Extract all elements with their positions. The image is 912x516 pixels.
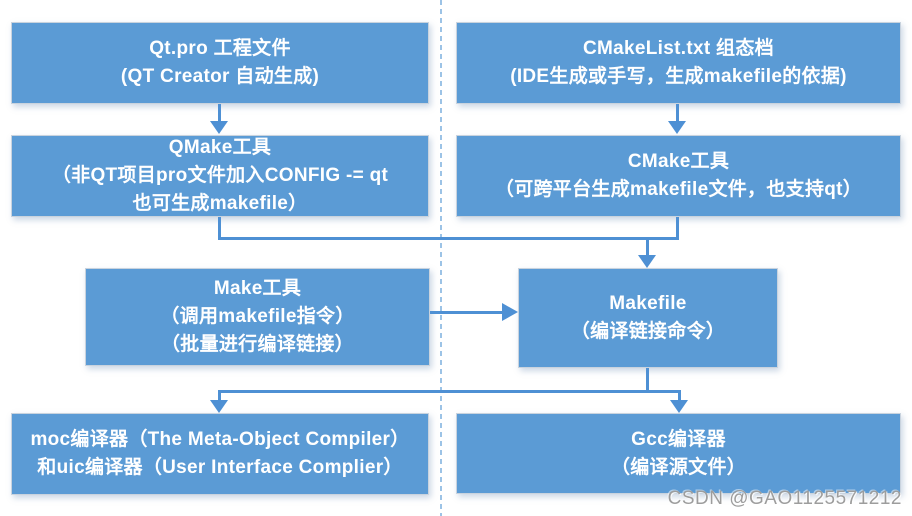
node-qmake-line1: QMake工具 (168, 137, 272, 158)
node-make-tool: Make工具 （调用makefile指令） （批量进行编译链接） (85, 268, 430, 366)
connector-make-makefile-line (430, 311, 504, 314)
connector-makefile-drop-line (646, 368, 649, 393)
node-qtpro-line1: Qt.pro 工程文件 (149, 38, 291, 59)
node-qtpro-line2: (QT Creator 自动生成) (120, 66, 320, 87)
arrowhead-into-moc-icon (210, 400, 228, 413)
dashed-divider-line (440, 0, 442, 516)
node-makefile: Makefile （编译链接命令） (518, 268, 778, 368)
node-qmake-tool: QMake工具 （非QT项目pro文件加入CONFIG -= qt 也可生成ma… (11, 135, 429, 217)
node-cmake-tool: CMake工具 （可跨平台生成makefile文件，也支持qt） (456, 135, 901, 217)
connector-cmake-drop-line (676, 217, 679, 240)
arrowhead-into-makefile-top-icon (638, 255, 656, 268)
node-make-line1: Make工具 (213, 278, 302, 299)
node-qtpro-file: Qt.pro 工程文件 (QT Creator 自动生成) (11, 22, 429, 104)
node-make-line3: （批量进行编译链接） (160, 334, 354, 355)
node-makefile-line1: Makefile (609, 293, 687, 314)
node-moc-line2: 和uic编译器（User Interface Complier） (37, 457, 403, 478)
node-gcc-compiler: Gcc编译器 （编译源文件） (456, 413, 901, 494)
node-cmakelist-line1: CMakeList.txt 组态档 (583, 38, 774, 59)
arrowhead-into-makefile-left-icon (502, 303, 518, 321)
node-moc-line1: moc编译器（The Meta-Object Compiler） (30, 429, 410, 450)
node-qmake-line3: 也可生成makefile） (132, 193, 308, 214)
node-make-line2: （调用makefile指令） (160, 306, 355, 327)
arrowhead-into-qmake-icon (210, 121, 228, 134)
connector-cmakelist-cmake-line (676, 104, 679, 121)
connector-merge-to-makefile-line (646, 240, 649, 255)
connector-merge-horizontal-line (218, 237, 679, 240)
node-cmake-line1: CMake工具 (627, 151, 730, 172)
node-qmake-line2: （非QT项目pro文件加入CONFIG -= qt (51, 165, 389, 186)
connector-branch-to-moc-line (218, 393, 221, 400)
arrowhead-into-cmake-icon (668, 121, 686, 134)
node-cmakelist-line2: (IDE生成或手写，生成makefile的依据) (510, 66, 847, 87)
node-gcc-line1: Gcc编译器 (631, 428, 726, 450)
node-cmakelist-file: CMakeList.txt 组态档 (IDE生成或手写，生成makefile的依… (456, 22, 901, 104)
node-cmake-line2: （可跨平台生成makefile文件，也支持qt） (494, 179, 863, 200)
node-makefile-line2: （编译链接命令） (570, 321, 726, 342)
connector-branch-horizontal-line (218, 390, 681, 393)
connector-qmake-drop-line (218, 217, 221, 240)
node-gcc-line2: （编译源文件） (610, 456, 747, 478)
csdn-watermark: CSDN @GAO1125571212 (667, 488, 902, 509)
connector-qtpro-qmake-line (218, 104, 221, 121)
arrowhead-into-gcc-icon (670, 400, 688, 413)
connector-branch-to-gcc-line (678, 393, 681, 400)
node-moc-uic-compiler: moc编译器（The Meta-Object Compiler） 和uic编译器… (11, 413, 429, 495)
